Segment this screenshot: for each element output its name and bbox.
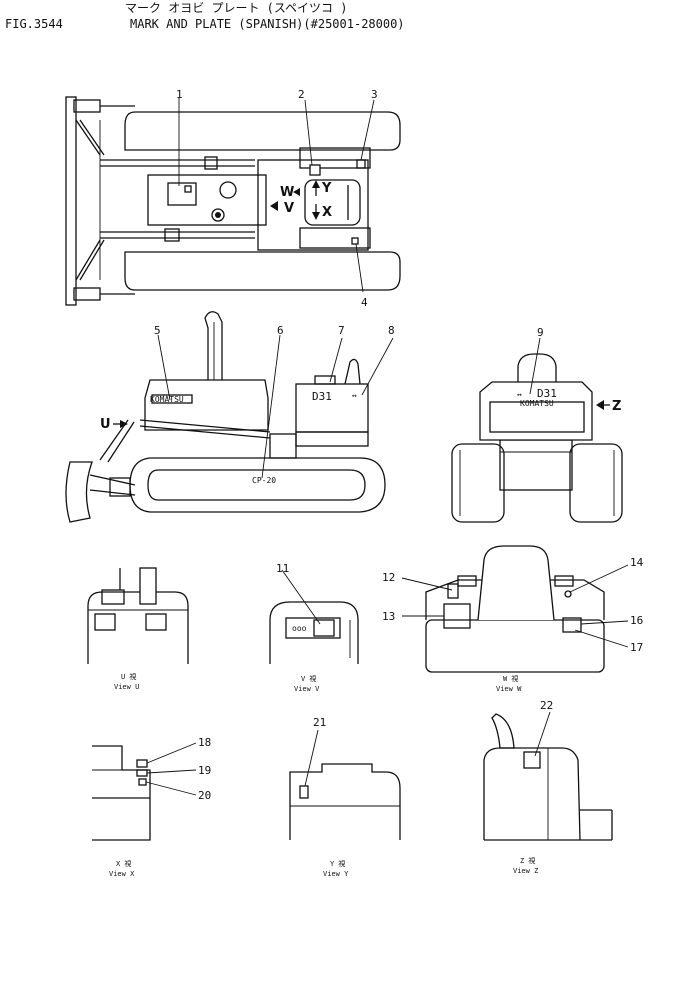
rear-model-plate: D31 (537, 387, 557, 400)
callout-7: 7 (338, 324, 345, 337)
view-w-caption: View W (496, 685, 522, 693)
view-y-drawing (289, 729, 401, 840)
header-title-jp: マーク オヨビ プレート (スペイツコ ) (125, 1, 348, 15)
callout-17: 17 (630, 641, 643, 654)
callout-3: 3 (371, 88, 378, 101)
callout-5: 5 (154, 324, 161, 337)
view-u-drawing (87, 567, 189, 664)
view-arrow-v: V (270, 201, 294, 216)
svg-text:X: X (322, 205, 332, 220)
callout-18: 18 (198, 736, 211, 749)
view-arrow-y: Y (312, 180, 332, 196)
callout-1: 1 (176, 88, 183, 101)
callout-21: 21 (313, 716, 326, 729)
callout-14: 14 (630, 556, 644, 569)
view-u-caption: View U (114, 683, 139, 691)
view-v-caption-jp: V 視 (301, 674, 316, 683)
view-arrow-z: Z (596, 399, 621, 414)
callout-16: 16 (630, 614, 643, 627)
callout-6: 6 (277, 324, 284, 337)
view-z-caption: View Z (513, 867, 538, 875)
callout-19: 19 (198, 764, 211, 777)
view-z-drawing (483, 711, 613, 841)
view-y-caption: View Y (323, 870, 349, 878)
svg-text:W: W (280, 185, 294, 200)
view-z-caption-jp: Z 視 (520, 856, 535, 865)
rear-brand-plate: KOMATSU (520, 399, 554, 408)
view-w-caption-jp: W 視 (503, 674, 518, 683)
view-w-drawing (401, 545, 629, 673)
top-view-drawing (65, 96, 401, 306)
view-x-caption: View X (109, 870, 135, 878)
svg-text:V: V (284, 201, 294, 216)
callout-20: 20 (198, 789, 211, 802)
side-small-plate: ↔ (352, 391, 357, 400)
view-x-drawing (92, 742, 197, 841)
side-model-plate: D31 (312, 390, 332, 403)
view-v-plate-dots: ooo (292, 624, 307, 633)
callout-13: 13 (382, 610, 395, 623)
rear-small-plate: ↔ (517, 390, 522, 399)
rear-view-drawing (451, 337, 623, 523)
svg-text:U: U (100, 417, 111, 432)
side-view-drawing (65, 311, 394, 523)
svg-text:Z: Z (612, 399, 621, 414)
callout-8: 8 (388, 324, 395, 337)
view-y-caption-jp: Y 視 (330, 859, 345, 868)
view-arrow-w: W (280, 185, 300, 200)
side-track-plate: CP-20 (252, 476, 276, 485)
callout-9: 9 (537, 326, 544, 339)
callout-2: 2 (298, 88, 305, 101)
view-u-caption-jp: U 視 (121, 672, 136, 681)
view-x-caption-jp: X 視 (116, 859, 131, 868)
view-arrow-x: X (312, 204, 332, 220)
callout-4: 4 (361, 296, 368, 309)
view-arrow-u: U (100, 417, 128, 432)
view-v-caption: View V (294, 685, 320, 693)
callout-12: 12 (382, 571, 395, 584)
side-hood-brand-plate: KOMATSU (150, 395, 184, 404)
header-title: MARK AND PLATE (SPANISH)(#25001-28000) (130, 17, 405, 31)
view-v-drawing (269, 569, 359, 664)
callout-11: 11 (276, 562, 289, 575)
header-fig-number: FIG.3544 (5, 17, 63, 31)
svg-text:Y: Y (321, 181, 332, 196)
callout-22: 22 (540, 699, 553, 712)
